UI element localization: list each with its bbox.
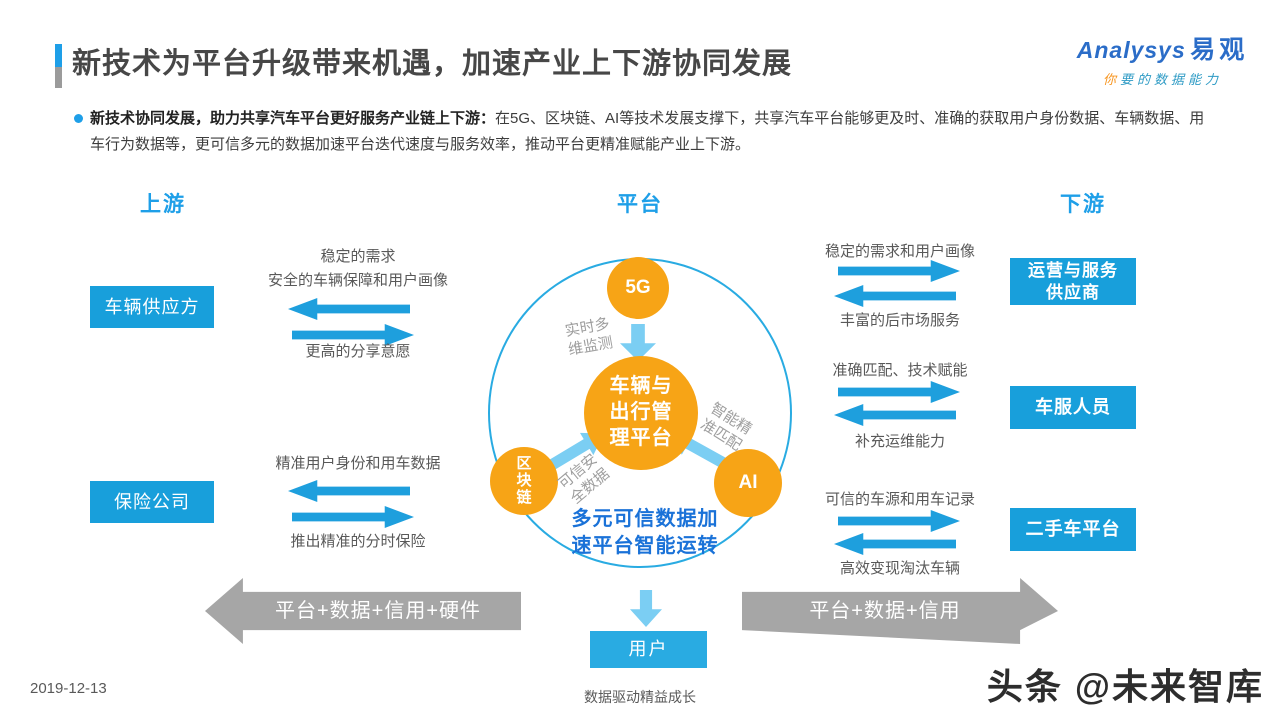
arrow-right-icon bbox=[838, 510, 960, 532]
logo-brand: Analysys 易观 bbox=[1060, 30, 1265, 66]
label-higher-sharing-willingness: 更高的分享意愿 bbox=[305, 343, 411, 360]
box-vehicle-supplier: 车辆供应方 bbox=[90, 286, 214, 328]
logo-brand-cn: 易观 bbox=[1190, 36, 1249, 64]
bullet-dot-icon bbox=[74, 114, 83, 123]
arrow-right-icon bbox=[292, 506, 414, 528]
page-title: 新技术为平台升级带来机遇，加速产业上下游协同发展 bbox=[72, 48, 793, 80]
column-header-platform: 平台 bbox=[617, 193, 663, 216]
gray-arrow-left: 平台+数据+信用+硬件 bbox=[205, 578, 521, 644]
label-trusted-car-records: 可信的车源和用车记录 bbox=[824, 491, 975, 508]
arrow-left-icon bbox=[288, 480, 410, 502]
box-insurance-company: 保险公司 bbox=[90, 481, 214, 523]
footer-date: 2019-12-13 bbox=[30, 680, 107, 697]
intro-rest: 在5G、区块链、AI等技术发展支撑下，共享汽车平台能够更及时、准确的获取用户身份… bbox=[90, 110, 1205, 153]
title-accent-bar-top bbox=[55, 44, 62, 67]
box-vehicle-service-staff: 车服人员 bbox=[1010, 386, 1136, 429]
node-ai: AI bbox=[714, 449, 782, 517]
footer-slogan: 数据驱动精益成长 bbox=[584, 689, 696, 705]
node-blockchain: 区 块 链 bbox=[490, 447, 558, 515]
intro-paragraph: 新技术协同发展，助力共享汽车平台更好服务产业链上下游：在5G、区块链、AI等技术… bbox=[90, 106, 1212, 158]
intro-bold: 新技术协同发展，助力共享汽车平台更好服务产业链上下游： bbox=[90, 110, 496, 127]
box-user: 用户 bbox=[590, 631, 707, 668]
label-monetize-retired-vehicles: 高效变现淘汰车辆 bbox=[839, 560, 960, 577]
logo-tagline: 你要的数据能力 bbox=[1102, 72, 1223, 87]
watermark: 头条 @未来智库 bbox=[986, 666, 1264, 707]
arrow-down-user-icon bbox=[630, 590, 662, 627]
arrow-left-icon bbox=[834, 404, 956, 426]
label-accurate-matching: 准确匹配、技术赋能 bbox=[832, 362, 968, 379]
arrow-left-icon bbox=[834, 285, 956, 307]
arrow-left-icon bbox=[834, 533, 956, 555]
column-header-upstream: 上游 bbox=[140, 193, 186, 216]
arrow-right-icon bbox=[838, 260, 960, 282]
column-header-downstream: 下游 bbox=[1060, 193, 1106, 216]
label-time-sharing-insurance: 推出精准的分时保险 bbox=[290, 533, 426, 550]
title-accent-bar-bottom bbox=[55, 67, 62, 88]
node-5g: 5G bbox=[607, 257, 669, 319]
analysys-logo: Analysys 易观 你要的数据能力 bbox=[1060, 30, 1265, 88]
label-precise-user-identity: 精准用户身份和用车数据 bbox=[275, 455, 441, 472]
platform-caption: 多元可信数据加 速平台智能运转 bbox=[571, 508, 719, 557]
arrow-right-icon bbox=[838, 381, 960, 403]
label-supplement-ops-capability: 补充运维能力 bbox=[854, 433, 945, 450]
label-stable-demand: 稳定的需求 bbox=[320, 248, 396, 265]
gray-arrow-right: 平台+数据+信用 bbox=[742, 578, 1058, 644]
label-aftermarket-services: 丰富的后市场服务 bbox=[839, 312, 960, 329]
node-center-platform: 车辆与 出行管 理平台 bbox=[584, 356, 698, 470]
arrow-left-icon bbox=[288, 298, 410, 320]
box-operation-service-supplier: 运营与服务 供应商 bbox=[1010, 258, 1136, 305]
logo-brand-en: Analysys bbox=[1076, 37, 1186, 63]
label-stable-demand-portrait: 稳定的需求和用户画像 bbox=[824, 243, 975, 260]
box-used-car-platform: 二手车平台 bbox=[1010, 508, 1136, 551]
label-safe-vehicle-guarantee: 安全的车辆保障和用户画像 bbox=[267, 272, 448, 289]
